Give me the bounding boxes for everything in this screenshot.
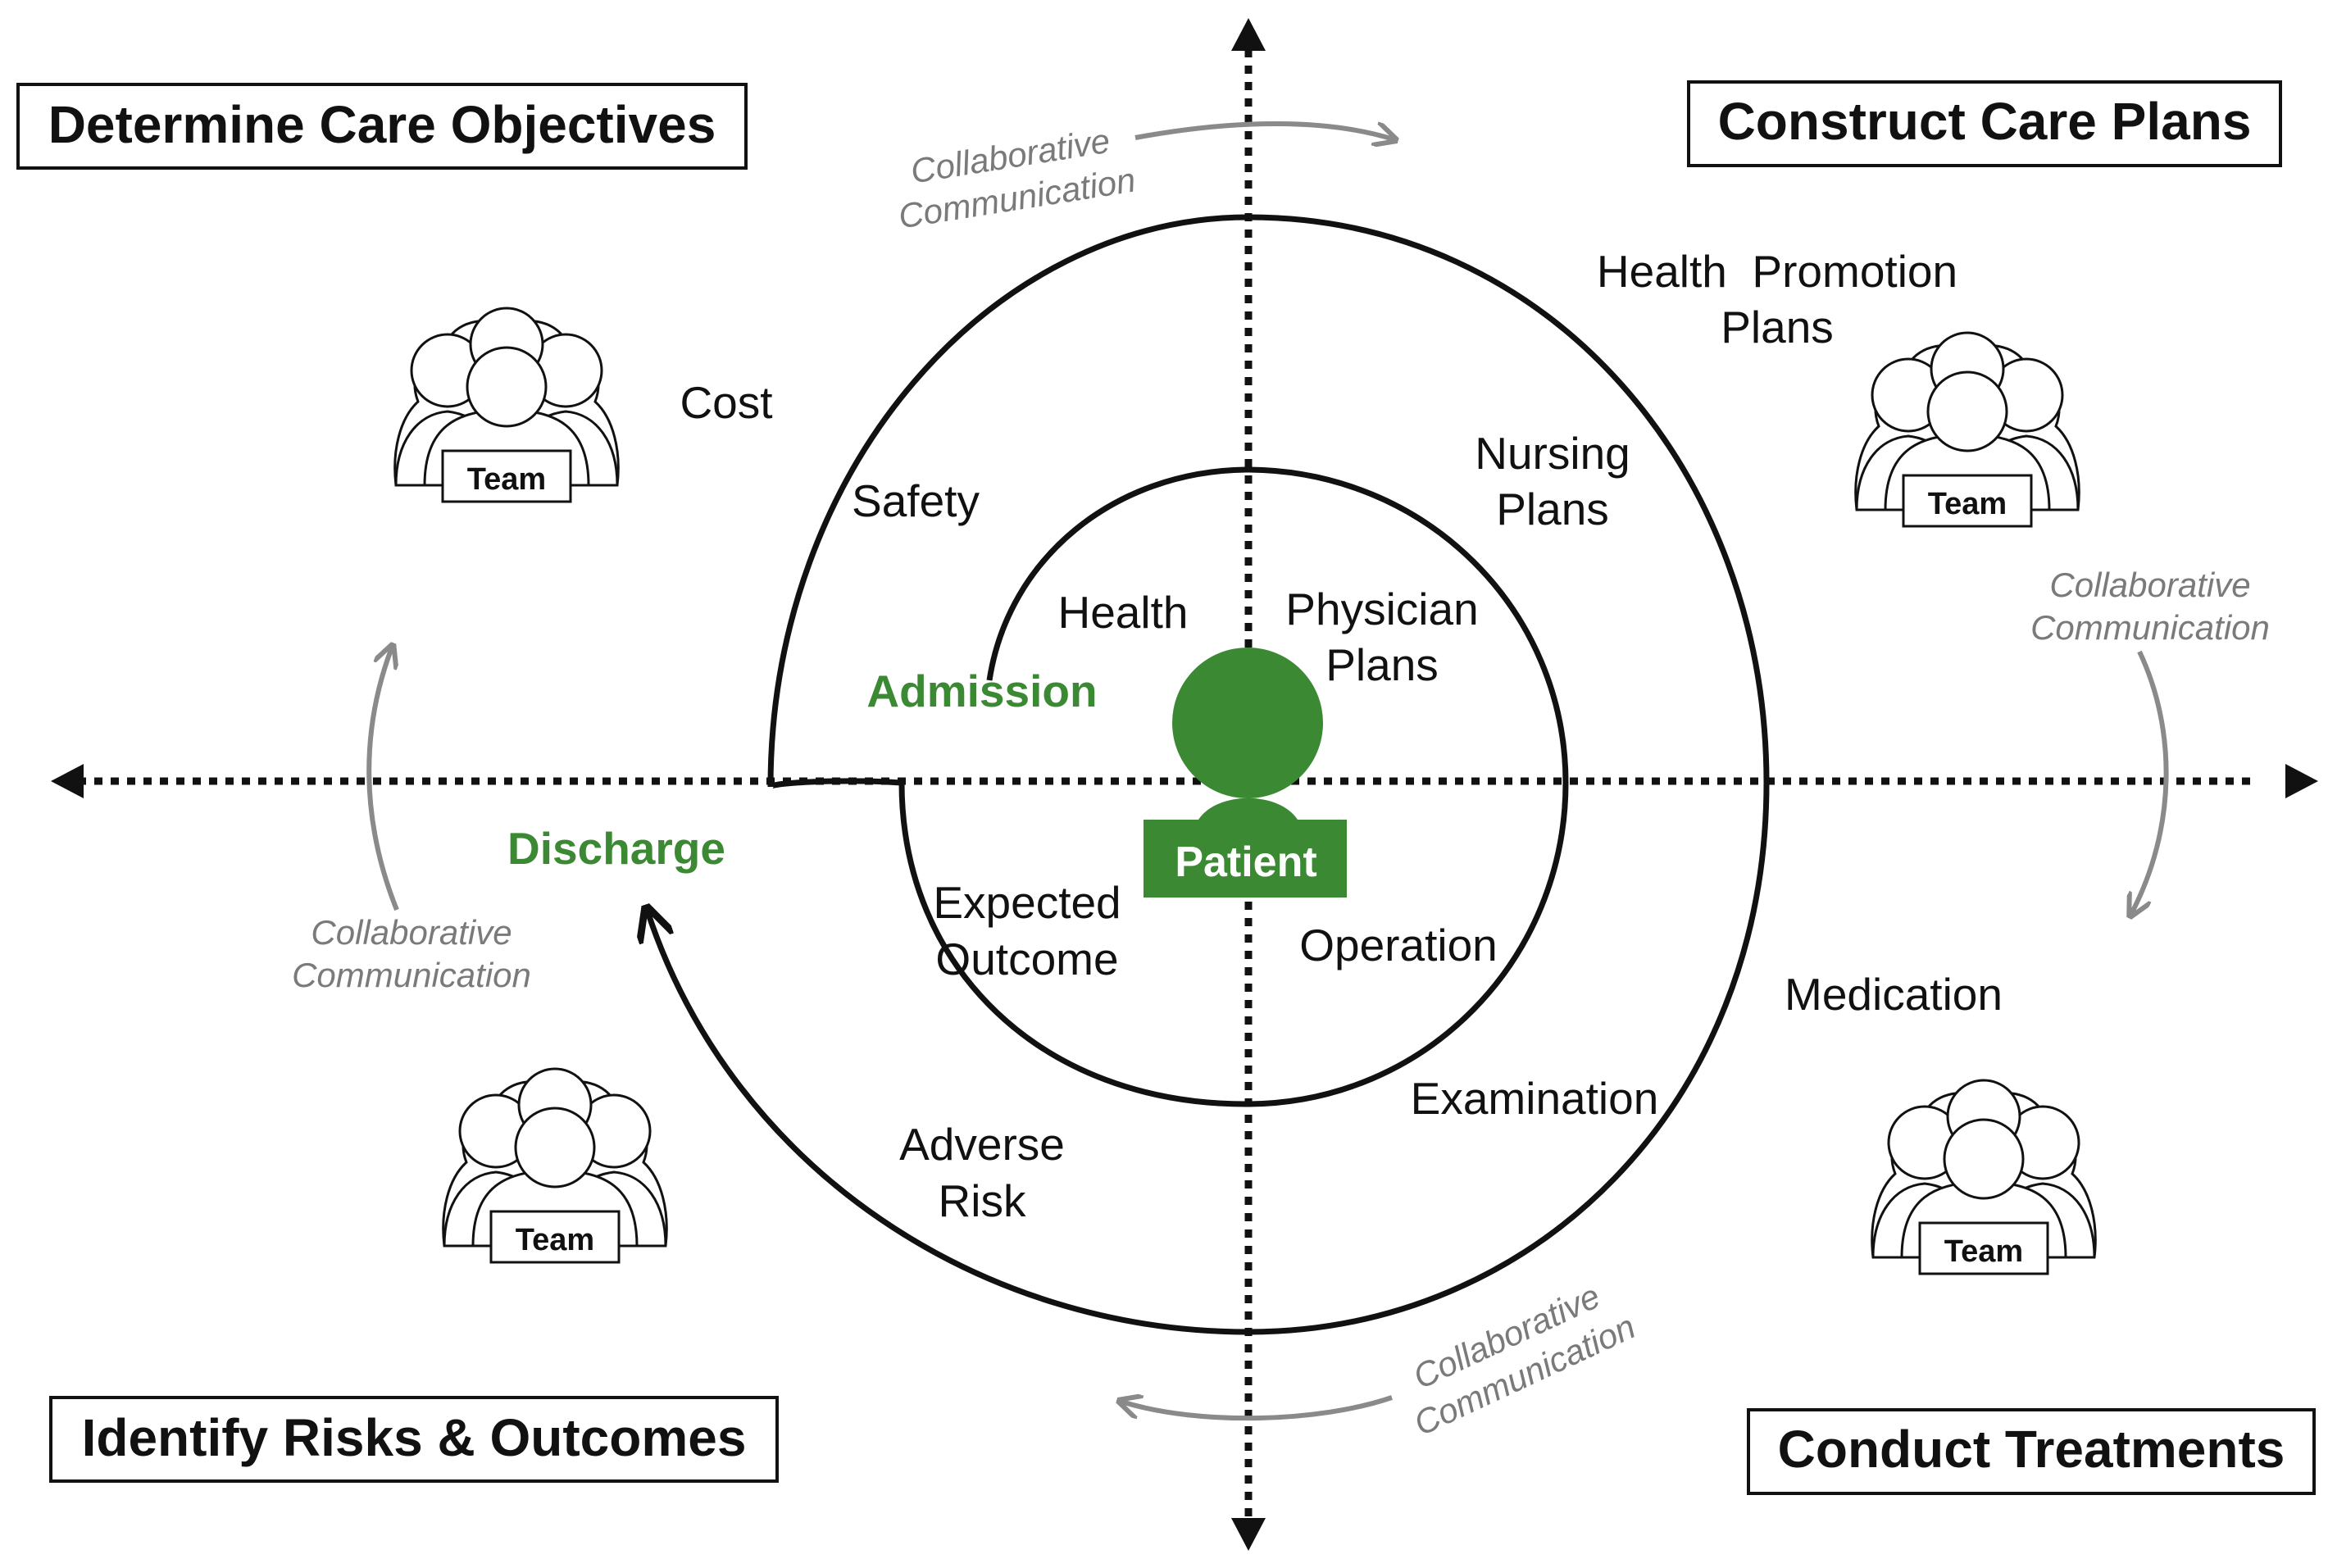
collaborative-communication-right: Collaborative Communication (2030, 566, 2270, 914)
collaborative-communication-left: Collaborative Communication (292, 648, 531, 994)
team-label-bottom-right: Team (1944, 1234, 2023, 1269)
quadrant-title-identify-risks-outcomes: Identify Risks & Outcomes (82, 1408, 747, 1467)
comm-right-line-2: Communication (2030, 608, 2270, 647)
label-expected-outcome-2: Outcome (935, 934, 1118, 984)
team-label-bottom-left: Team (516, 1223, 594, 1257)
team-label-top-left: Team (467, 462, 546, 497)
axes (51, 18, 2318, 1551)
quadrant-title-determine-care-objectives: Determine Care Objectives (48, 95, 716, 154)
label-nursing-plans-1: Nursing (1475, 428, 1630, 479)
patient-figure: Patient (1144, 648, 1347, 898)
collaborative-communication-top: Collaborative Communication (896, 121, 1394, 235)
patient-label: Patient (1175, 839, 1316, 886)
comm-left-line-2: Communication (292, 956, 531, 994)
label-expected-outcome-1: Expected (933, 877, 1121, 928)
label-physician-plans-2: Plans (1325, 639, 1439, 690)
label-cost: Cost (680, 377, 772, 428)
comm-arrow-right (2131, 650, 2169, 914)
patient-head (1172, 648, 1323, 798)
comm-right-line-1: Collaborative (2049, 566, 2250, 604)
comm-arrow-bottom (1121, 1398, 1393, 1421)
quadrant-box-top-left: Determine Care Objectives (16, 83, 748, 170)
patient-body (1144, 798, 1347, 898)
collaborative-communication-bottom: Collaborative Communication (1121, 1276, 1641, 1443)
label-adverse-risk-1: Adverse (899, 1119, 1065, 1170)
comm-left-line-1: Collaborative (311, 913, 512, 952)
label-medication: Medication (1785, 969, 2003, 1020)
axis-arrow-top (1231, 18, 1266, 51)
quadrant-box-bottom-left: Identify Risks & Outcomes (49, 1396, 779, 1483)
label-adverse-risk-2: Risk (939, 1175, 1026, 1226)
label-safety: Safety (852, 475, 980, 526)
label-physician-plans-1: Physician (1285, 584, 1478, 634)
axis-arrow-left (51, 764, 84, 798)
care-spiral (648, 214, 1770, 1335)
comm-arrow-top (1134, 121, 1394, 139)
label-health-promotion-plans-1: Health Promotion (1597, 246, 1957, 297)
spiral-labels: Cost Safety Health Physician Plans Nursi… (680, 246, 2003, 1226)
comm-arrow-left (366, 648, 399, 911)
axis-arrow-right (2285, 764, 2318, 798)
quadrant-box-bottom-right: Conduct Treatments (1747, 1408, 2316, 1495)
team-label-top-right: Team (1928, 487, 2007, 521)
label-health-promotion-plans-2: Plans (1721, 302, 1834, 352)
admission-label: Admission (866, 666, 1097, 716)
discharge-label: Discharge (507, 823, 725, 874)
quadrant-box-top-right: Construct Care Plans (1687, 80, 2282, 167)
quadrant-title-conduct-treatments: Conduct Treatments (1778, 1420, 2285, 1479)
axis-arrow-bottom (1231, 1518, 1266, 1551)
quadrant-title-construct-care-plans: Construct Care Plans (1718, 92, 2252, 151)
label-operation: Operation (1299, 920, 1498, 970)
label-health: Health (1058, 587, 1189, 638)
label-examination: Examination (1411, 1073, 1659, 1124)
label-nursing-plans-2: Plans (1496, 484, 1609, 534)
